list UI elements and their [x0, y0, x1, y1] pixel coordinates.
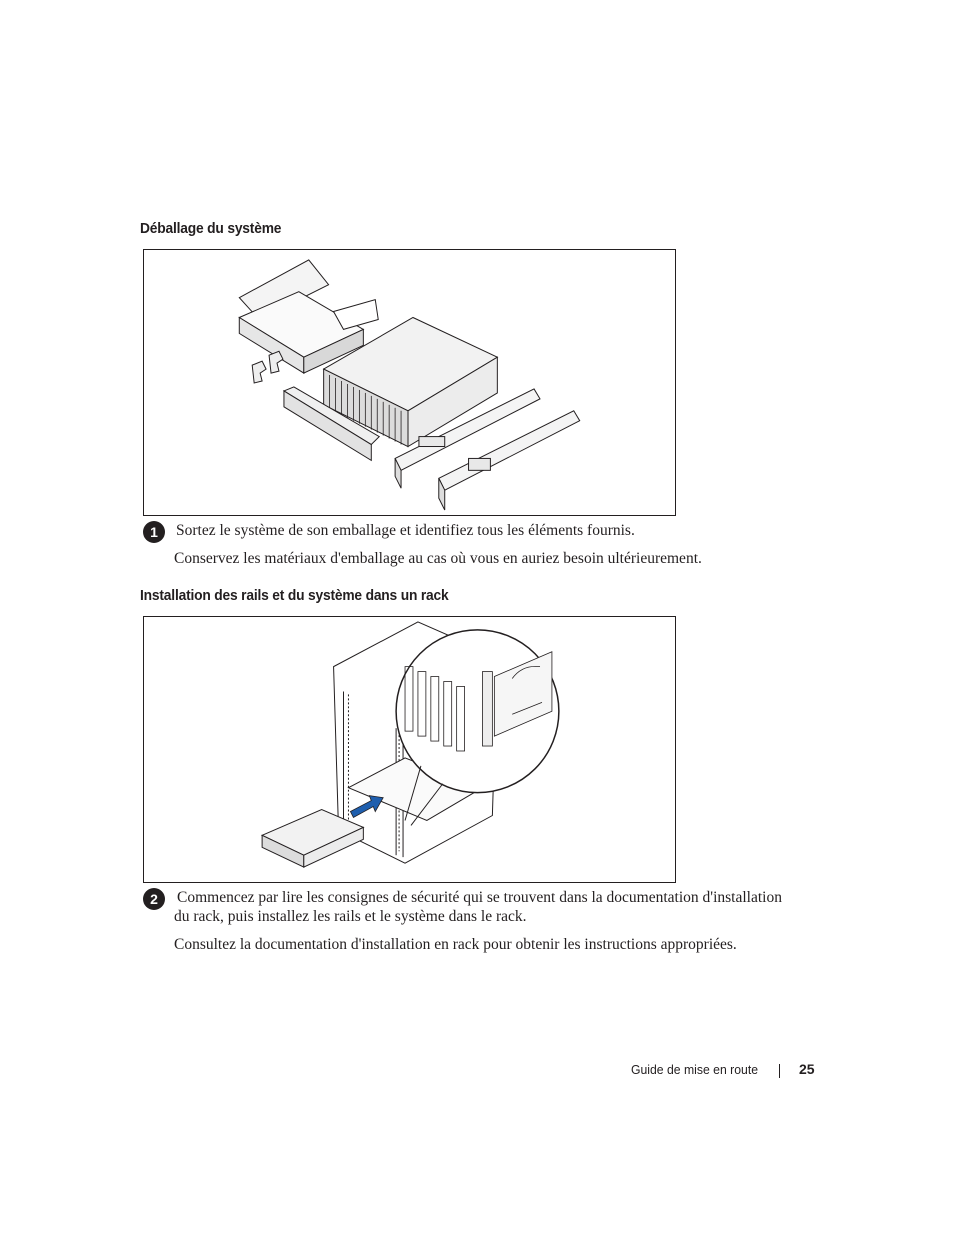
- page-number: 25: [799, 1061, 815, 1077]
- insert-arrow-icon: [349, 795, 384, 819]
- step-instruction: Commencez par lire les consignes de sécu…: [174, 889, 782, 925]
- step-note: Conservez les matériaux d'emballage au c…: [174, 550, 702, 567]
- rack-installation-illustration: [143, 616, 676, 883]
- unpacking-drawing: [238, 259, 581, 511]
- footer-divider: [779, 1064, 780, 1078]
- step-instruction: Sortez le système de son emballage et id…: [176, 522, 635, 539]
- step-number-badge: 2: [143, 888, 165, 910]
- section-heading-unpacking: Déballage du système: [140, 220, 282, 237]
- section-heading-rack-install: Installation des rails et du système dan…: [140, 587, 449, 604]
- unpacking-illustration: [143, 249, 676, 516]
- step-note: Consultez la documentation d'installatio…: [174, 936, 737, 953]
- rack-drawing: [260, 621, 560, 868]
- step-number-badge: 1: [143, 521, 165, 543]
- footer-guide-title: Guide de mise en route: [631, 1062, 759, 1077]
